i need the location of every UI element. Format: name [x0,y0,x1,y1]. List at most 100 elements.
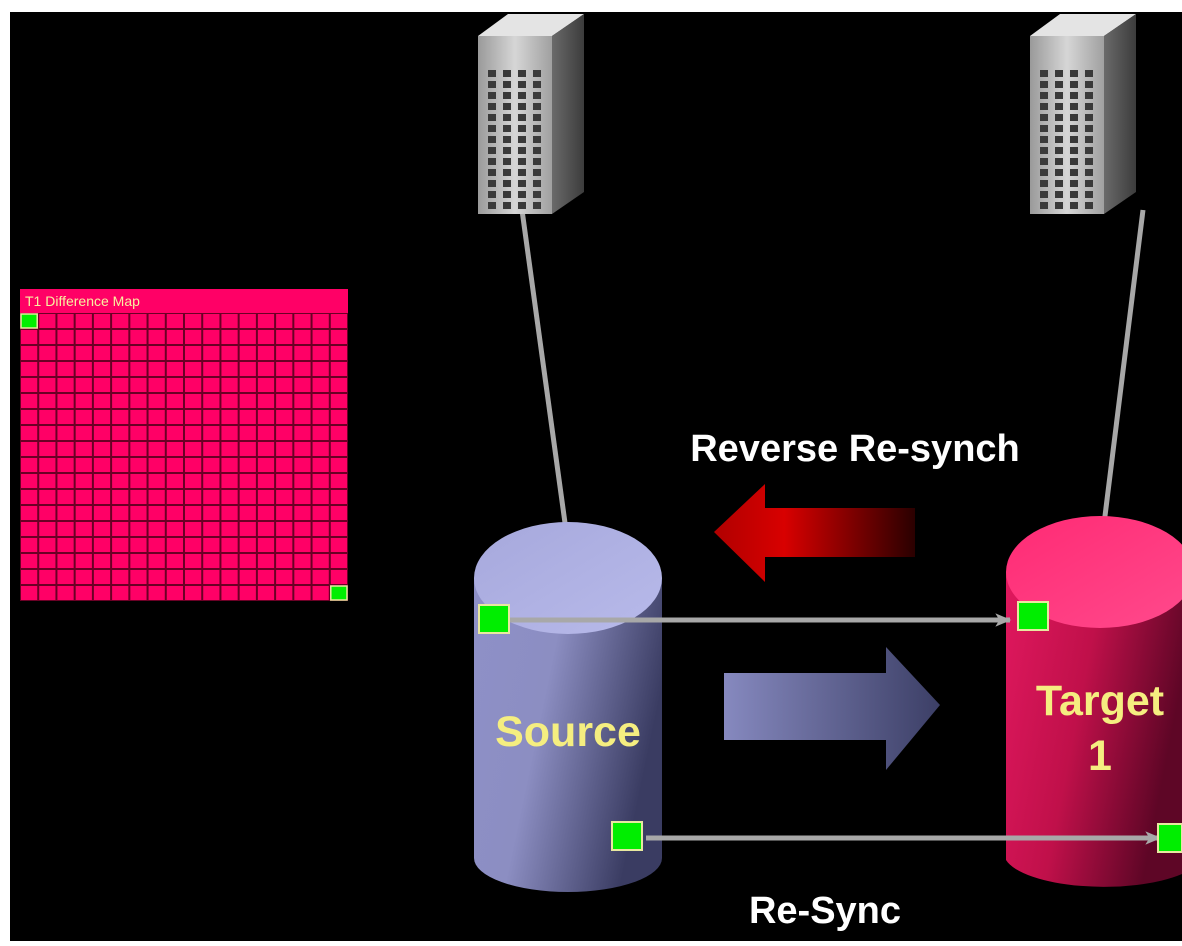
server-drive-slot [1085,125,1093,132]
server-drive-slot [503,136,511,143]
map-cell [166,474,183,488]
map-cell [330,378,347,392]
map-cell [239,586,256,600]
map-cell [130,314,147,328]
map-cell [112,346,129,360]
map-cell [203,394,220,408]
map-cell [112,586,129,600]
server-drive-slot [1085,70,1093,77]
server-drive-slot [503,125,511,132]
map-cell [39,442,56,456]
map-cell [148,442,165,456]
map-cell [203,538,220,552]
map-cell [312,410,329,424]
server-drive-slot [1040,70,1048,77]
server-drive-slot [488,158,496,165]
server-drive-slot [1085,103,1093,110]
map-cell [330,442,347,456]
server-drive-slot [1070,202,1078,209]
map-cell [39,522,56,536]
server-drive-slot [533,125,541,132]
map-cell [276,522,293,536]
map-cell [112,538,129,552]
server-drive-slot [1040,136,1048,143]
map-cell [93,490,111,504]
map-cell [93,394,111,408]
map-cell [294,314,311,328]
server-drive-slot [1070,147,1078,154]
server-drive-slot [503,103,511,110]
map-cell [57,570,74,584]
source-label: Source [495,708,641,756]
map-cell [93,426,111,440]
map-cell [330,314,347,328]
reverse-resynch-label: Reverse Re-synch [690,428,1020,470]
map-cell [21,490,38,504]
map-cell [312,538,329,552]
map-cell [203,570,220,584]
map-cell [39,346,56,360]
server-drive-slot [1085,158,1093,165]
server-drive-slot [503,70,511,77]
map-cell [57,522,74,536]
map-cell [330,474,347,488]
server-drive-slot [1040,81,1048,88]
map-cell [330,330,347,344]
server-drive-slot [1040,191,1048,198]
map-cell [239,378,256,392]
map-cell [203,458,220,472]
map-cell [93,314,111,328]
target-server-icon [1030,14,1136,214]
server-drive-slot [518,114,526,121]
map-cell [239,474,256,488]
map-cell [166,346,183,360]
server-drive-slot [533,147,541,154]
map-cell [39,554,56,568]
map-cell [57,506,74,520]
map-cell [75,314,92,328]
map-cell [112,330,129,344]
server-drive-slot [1070,103,1078,110]
server-drive-slot [1085,92,1093,99]
server-drive-slot [1040,180,1048,187]
map-cell [75,394,92,408]
map-cell [130,554,147,568]
map-cell [21,378,38,392]
map-cell [185,522,202,536]
server-drive-slot [1085,136,1093,143]
map-cell [21,506,38,520]
map-cell [166,538,183,552]
map-cell [312,314,329,328]
server-drive-slot [1055,191,1063,198]
map-cell [257,538,275,552]
server-drive-slot [518,103,526,110]
map-cell [39,362,56,376]
map-cell [257,394,275,408]
map-cell [257,490,275,504]
map-cell [276,474,293,488]
map-cell [294,490,311,504]
map-cell [112,314,129,328]
map-cell [148,314,165,328]
map-cell [276,506,293,520]
map-cell [21,570,38,584]
map-cell [57,394,74,408]
server-drive-slot [533,70,541,77]
map-cell [57,458,74,472]
map-cell [221,442,238,456]
difference-map-header [20,289,348,313]
server-drive-slot [1055,158,1063,165]
map-cell [130,410,147,424]
map-cell [166,394,183,408]
target-block-bottom [1157,823,1182,853]
map-cell [221,458,238,472]
map-cell [203,554,220,568]
map-cell [148,378,165,392]
map-cell [330,346,347,360]
map-cell [166,554,183,568]
server-drive-slot [1055,202,1063,209]
map-cell [75,490,92,504]
server-drive-slot [488,125,496,132]
map-cell [239,442,256,456]
map-cell [203,442,220,456]
